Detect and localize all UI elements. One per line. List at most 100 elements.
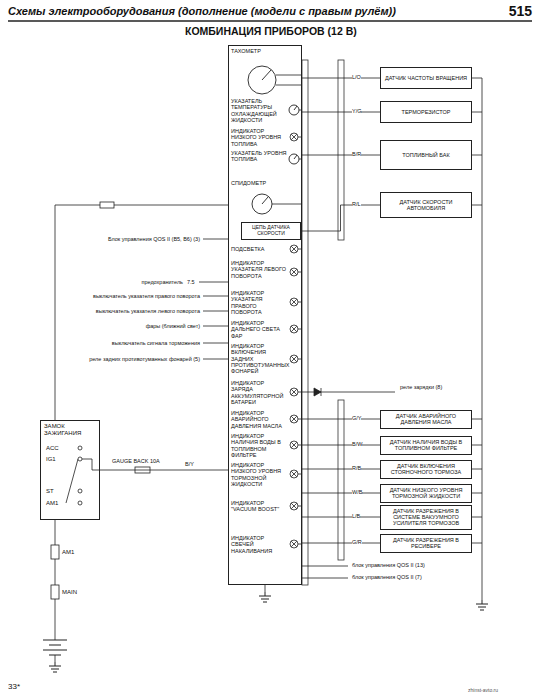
connection-label: блок управления QOS II (13) [352, 562, 425, 568]
wire [301, 205, 380, 231]
wire-color: R/L [352, 201, 361, 207]
node-text: ДАТЧИК ЧАСТОТЫ ВРАЩЕНИЯ [385, 75, 467, 81]
sensor-box: ДАТЧИК НИЗКОГО УРОВНЯ ТОРМОЗНОЙ ЖИДКОСТИ [380, 484, 472, 503]
indicator-label: ПОДСВЕТКА [231, 246, 287, 252]
indicator-lamp [290, 441, 298, 449]
indicator-label: УКАЗАТЕЛЬ УРОВНЯ ТОПЛИВА [231, 150, 287, 163]
indicator-lamp [290, 325, 298, 333]
indicator-lamp [290, 298, 298, 306]
node-text: ЗАМОК ЗАЖИГАНИЯ [44, 423, 96, 437]
terminal-label: AM1 [62, 549, 74, 556]
ground-symbol [259, 592, 271, 602]
wire [302, 543, 380, 544]
connector-strip [338, 60, 344, 240]
fuse-symbol [51, 545, 59, 559]
sensor-box: ДАТЧИК НАЛИЧИЯ ВОДЫ В ТОПЛИВНОМ ФИЛЬТРЕ [380, 436, 472, 455]
node-text: ЦЕПЬ ДАТЧИКА СКОРОСТИ [245, 225, 297, 237]
indicator-label: ИНДИКАТОР УКАЗАТЕЛЯ ЛЕВОГО ПОВОРОТА [231, 260, 287, 279]
connection-label: выключатель указателя правого поворота [60, 293, 200, 299]
right-wire [302, 392, 395, 578]
indicator-lamp [290, 502, 298, 510]
wire [302, 445, 380, 446]
wire-color: L/B [352, 513, 360, 519]
connector-strip [338, 400, 344, 560]
indicator-label: ИНДИКАТОР НИЗКОГО УРОВНЯ ТОПЛИВА [231, 128, 287, 147]
node-text: ДАТЧИК РАЗРЕЖЕНИЯ В СИСТЕМЕ ВАКУУМНОГО У… [384, 508, 468, 527]
gauge-symbol [252, 194, 272, 214]
diode-symbol [321, 388, 322, 396]
wire [302, 112, 380, 113]
wire-color: B/W [352, 441, 362, 447]
wire [302, 469, 380, 470]
node-text: ТОПЛИВНЫЙ БАК [402, 152, 449, 158]
fuse-symbol [51, 202, 150, 599]
sensor-box: ДАТЧИК СКОРОСТИ АВТОМОБИЛЯ [380, 192, 472, 218]
sensor-box: ДАТЧИК АВАРИЙНОГО ДАВЛЕНИЯ МАСЛА [380, 410, 472, 429]
connection-label: фары (ближний свет) [60, 323, 200, 329]
connector-strip [302, 60, 344, 585]
switch-contact [78, 446, 82, 450]
wire-color: R/B [352, 465, 361, 471]
indicator-label: ИНДИКАТОР ЗАРЯДА АККУМУЛЯТОРНОЙ БАТАРЕИ [231, 380, 287, 405]
gauge-symbol [289, 154, 299, 164]
indicator-label: ИНДИКАТОР УКАЗАТЕЛЯ ПРАВОГО ПОВОРОТА [231, 290, 287, 315]
ground-symbol [49, 662, 61, 672]
sensor-box: ТОПЛИВНЫЙ БАК [380, 140, 472, 170]
wire [302, 517, 380, 518]
wire-color: W/B [352, 489, 362, 495]
diagram-title: КОМБИНАЦИЯ ПРИБОРОВ (12 В) [185, 25, 357, 37]
ground-symbol [476, 600, 488, 610]
switch-contact [78, 457, 82, 461]
connection-label: реле задних противотуманных фонарей (5) [60, 356, 200, 362]
indicator-lamp [290, 470, 298, 478]
circuit-box: ЦЕПЬ ДАТЧИКА СКОРОСТИ [241, 222, 301, 240]
left-wire [43, 205, 228, 662]
indicator-label: ИНДИКАТОР НИЗКОГО УРОВНЯ ТОРМОЗНОЙ ЖИДКО… [231, 462, 287, 487]
page-header: Схемы электрооборудования (дополнение (м… [8, 5, 478, 18]
wire [302, 155, 380, 156]
left-wire [199, 239, 228, 359]
wire-color: L/O [352, 74, 361, 80]
header-rule [8, 20, 532, 22]
terminal-label: ACC [46, 445, 59, 452]
wire-color: Y/G [352, 108, 361, 114]
indicator-lamp [290, 388, 298, 396]
node-text: ТЕРМОРЕЗИСТОР [402, 109, 451, 115]
indicator-label: СПИДОМЕТР [231, 180, 291, 186]
sensor-box: ДАТЧИК РАЗРЕЖЕНИЯ В РЕСИВЕРЕ [380, 534, 472, 553]
connection-label: 7.5 [187, 279, 195, 285]
indicator-label: ИНДИКАТОР ДАЛЬНЕГО СВЕТА ФАР [231, 320, 287, 339]
switch-contact [78, 501, 82, 505]
sensor-box: ДАТЧИК РАЗРЕЖЕНИЯ В СИСТЕМЕ ВАКУУМНОГО У… [380, 505, 472, 530]
switch-contact [78, 446, 82, 505]
fuse-symbol [51, 585, 59, 599]
connection-label: выключатель указателя левого поворота [60, 308, 200, 314]
connection-label: выключатель сигнала торможения [60, 340, 200, 346]
sensor-box: ДАТЧИК ВКЛЮЧЕНИЯ СТОЯНОЧНОГО ТОРМОЗА [380, 460, 472, 479]
connection-label: Блок управления QOS II (B5, B6) (3) [60, 236, 200, 242]
left-wire [66, 459, 78, 503]
gauge-symbol [294, 155, 297, 159]
wire-color: B/Y [185, 461, 194, 467]
indicator-lamp [290, 245, 298, 253]
indicator-lamp [290, 133, 298, 141]
node-text: ДАТЧИК РАЗРЕЖЕНИЯ В РЕСИВЕРЕ [384, 537, 468, 550]
node-text: ДАТЧИК ВКЛЮЧЕНИЯ СТОЯНОЧНОГО ТОРМОЗА [384, 463, 468, 476]
indicator-label: ИНДИКАТОР НАЛИЧИЯ ВОДЫ В ТОПЛИВНОМ ФИЛЬТ… [231, 433, 287, 458]
terminal-label: IG1 [46, 456, 56, 463]
node-text: ДАТЧИК НИЗКОГО УРОВНЯ ТОРМОЗНОЙ ЖИДКОСТИ [384, 487, 468, 500]
wire [100, 470, 228, 471]
connection-label: предохранитель [60, 279, 183, 285]
wire-color: B/R [352, 151, 361, 157]
wire [302, 78, 380, 79]
fuse-label: GAUGE BACK 10A [112, 458, 160, 464]
diode-symbol [314, 388, 321, 396]
diode-symbol [314, 388, 321, 396]
ground-symbol [49, 592, 488, 672]
left-wire [43, 640, 67, 655]
page-mark: 33* [8, 682, 20, 691]
indicator-lamp [290, 415, 298, 423]
watermark: zhinst-avto.ru [468, 688, 498, 694]
sensor-box: ДАТЧИК ЧАСТОТЫ ВРАЩЕНИЯ [380, 67, 472, 89]
